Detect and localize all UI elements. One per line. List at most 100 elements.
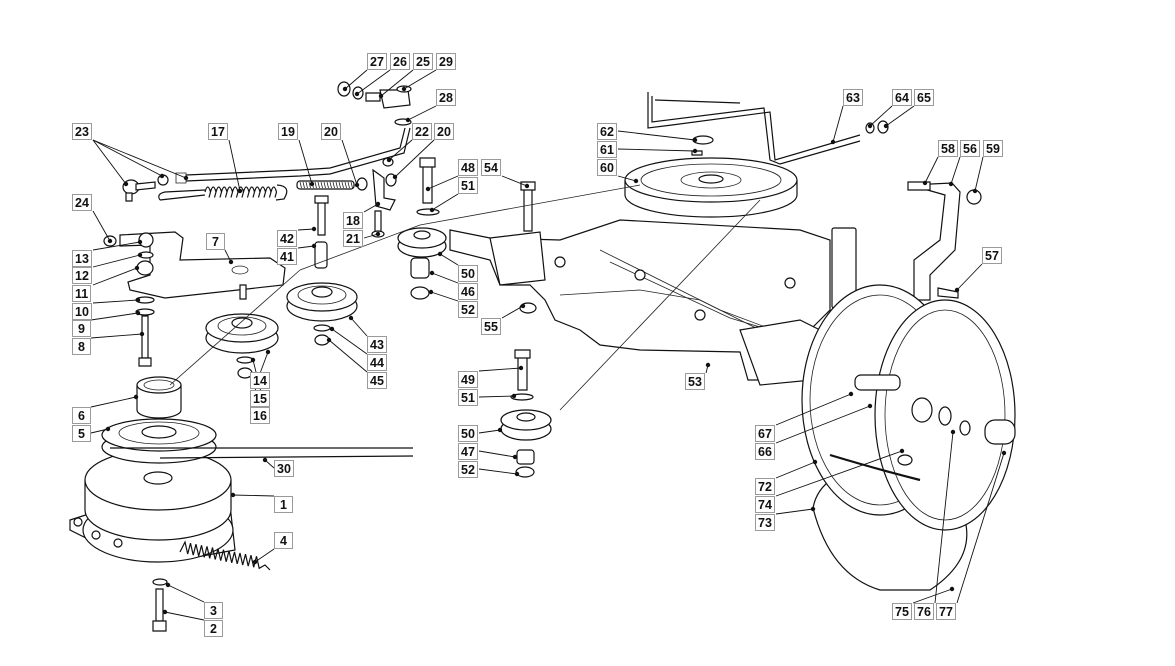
leader-line-51 (432, 194, 458, 210)
part-label-12[interactable]: 12 (72, 267, 92, 284)
leader-dot-23 (183, 175, 189, 181)
part-label-28[interactable]: 28 (436, 89, 456, 106)
part-label-20[interactable]: 20 (321, 123, 341, 140)
leader-dot-61 (692, 148, 698, 154)
part-label-65[interactable]: 65 (914, 89, 934, 106)
leader-line-45 (329, 340, 367, 372)
part-label-20[interactable]: 20 (434, 123, 454, 140)
part-label-55[interactable]: 55 (481, 318, 501, 335)
leader-line-52 (479, 469, 517, 474)
leader-dot-55 (520, 303, 526, 309)
leader-line-23 (93, 140, 162, 176)
part-label-21[interactable]: 21 (343, 230, 363, 247)
part-label-50[interactable]: 50 (458, 425, 478, 442)
leader-line-23 (93, 140, 186, 178)
part-label-11[interactable]: 11 (72, 285, 92, 302)
part-label-6[interactable]: 6 (72, 407, 91, 424)
leader-line-27 (345, 70, 367, 89)
part-label-64[interactable]: 64 (892, 89, 912, 106)
leader-line-55 (502, 306, 523, 318)
leader-line-43 (351, 318, 367, 336)
part-label-72[interactable]: 72 (755, 478, 775, 495)
part-label-18[interactable]: 18 (343, 212, 363, 229)
leader-dot-20 (354, 182, 360, 188)
part-label-61[interactable]: 61 (597, 141, 617, 158)
part-label-19[interactable]: 19 (278, 123, 298, 140)
leader-line-13 (93, 242, 140, 250)
part-label-77[interactable]: 77 (936, 603, 956, 620)
leader-line-72 (776, 462, 815, 478)
idler-pulley-50-lower (501, 182, 551, 477)
part-label-62[interactable]: 62 (597, 123, 617, 140)
part-label-54[interactable]: 54 (481, 159, 501, 176)
part-label-8[interactable]: 8 (72, 338, 91, 355)
part-label-43[interactable]: 43 (367, 336, 387, 353)
part-label-14[interactable]: 14 (250, 372, 270, 389)
part-label-7[interactable]: 7 (206, 233, 225, 250)
part-label-66[interactable]: 66 (755, 443, 775, 460)
part-label-2[interactable]: 2 (204, 620, 223, 637)
leader-dot-76 (950, 429, 956, 435)
part-label-63[interactable]: 63 (843, 89, 863, 106)
part-label-41[interactable]: 41 (277, 248, 297, 265)
idler-pulley-14 (206, 314, 278, 378)
leader-line-22 (389, 140, 412, 160)
leader-dot-63 (830, 139, 836, 145)
part-label-73[interactable]: 73 (755, 514, 775, 531)
part-label-22[interactable]: 22 (412, 123, 432, 140)
leader-line-56 (951, 157, 960, 184)
part-label-16[interactable]: 16 (250, 407, 270, 424)
part-label-42[interactable]: 42 (277, 230, 297, 247)
part-label-50[interactable]: 50 (458, 265, 478, 282)
leader-line-11 (93, 268, 137, 285)
leader-line-42 (298, 229, 314, 230)
part-label-49[interactable]: 49 (458, 371, 478, 388)
part-label-10[interactable]: 10 (72, 303, 92, 320)
part-label-1[interactable]: 1 (274, 496, 293, 513)
leader-line-28 (408, 106, 436, 120)
leader-dot-50 (437, 251, 443, 257)
leader-line-23 (93, 140, 126, 184)
part-label-30[interactable]: 30 (274, 460, 294, 477)
part-label-52[interactable]: 52 (458, 461, 478, 478)
part-label-17[interactable]: 17 (208, 123, 228, 140)
part-label-75[interactable]: 75 (892, 603, 912, 620)
part-label-44[interactable]: 44 (367, 354, 387, 371)
part-label-26[interactable]: 26 (390, 53, 410, 70)
leader-dot-6 (133, 394, 139, 400)
part-label-13[interactable]: 13 (72, 250, 92, 267)
part-label-51[interactable]: 51 (458, 177, 478, 194)
part-label-48[interactable]: 48 (458, 159, 478, 176)
part-label-60[interactable]: 60 (597, 159, 617, 176)
part-label-58[interactable]: 58 (938, 140, 958, 157)
part-label-23[interactable]: 23 (72, 123, 92, 140)
part-label-4[interactable]: 4 (274, 532, 293, 549)
part-label-27[interactable]: 27 (367, 53, 387, 70)
part-label-51[interactable]: 51 (458, 389, 478, 406)
part-label-59[interactable]: 59 (983, 140, 1003, 157)
leader-line-58 (925, 157, 938, 183)
part-label-76[interactable]: 76 (914, 603, 934, 620)
leader-line-14 (261, 352, 269, 372)
part-label-3[interactable]: 3 (204, 602, 223, 619)
part-label-46[interactable]: 46 (458, 283, 478, 300)
part-label-45[interactable]: 45 (367, 372, 387, 389)
part-label-15[interactable]: 15 (250, 390, 270, 407)
part-label-29[interactable]: 29 (436, 53, 456, 70)
leader-dot-52 (514, 471, 520, 477)
part-label-56[interactable]: 56 (960, 140, 980, 157)
part-label-24[interactable]: 24 (72, 194, 92, 211)
part-label-67[interactable]: 67 (755, 425, 775, 442)
part-label-57[interactable]: 57 (982, 247, 1002, 264)
part-label-74[interactable]: 74 (755, 496, 775, 513)
part-label-5[interactable]: 5 (72, 425, 91, 442)
part-label-53[interactable]: 53 (685, 373, 705, 390)
leader-line-54 (502, 176, 527, 186)
part-label-52[interactable]: 52 (458, 301, 478, 318)
leader-dot-28 (405, 117, 411, 123)
part-label-25[interactable]: 25 (413, 53, 433, 70)
part-label-9[interactable]: 9 (72, 320, 91, 337)
leader-line-24 (93, 211, 110, 241)
leader-line-50 (440, 254, 458, 265)
part-label-47[interactable]: 47 (458, 443, 478, 460)
